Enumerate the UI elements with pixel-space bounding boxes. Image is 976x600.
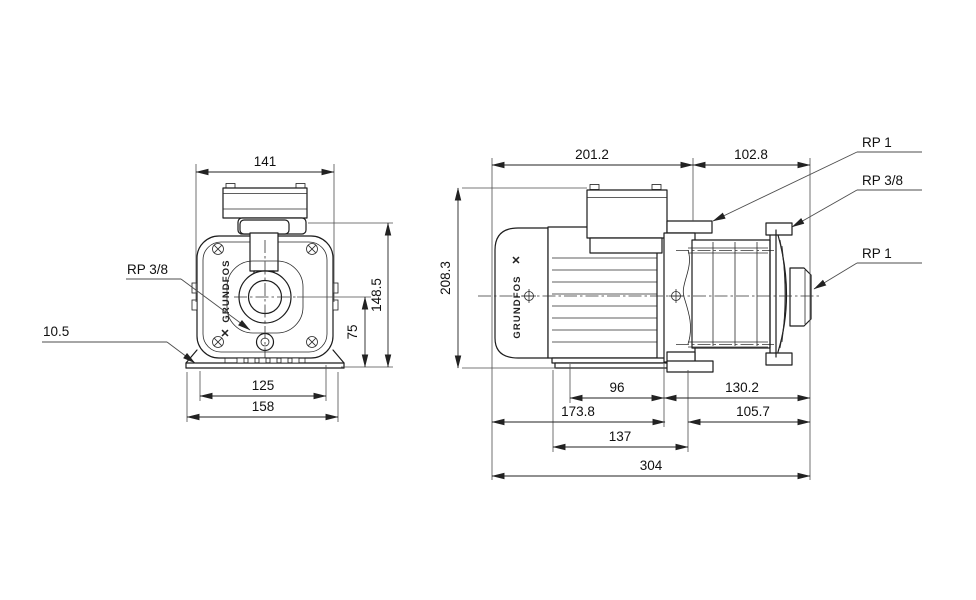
- label-foot-thickness-value: 10.5: [43, 324, 69, 339]
- dim-front-width: 141: [195, 154, 335, 302]
- label-vent-port-value: RP 3/8: [862, 173, 903, 188]
- dim-side-pump-section: 102.8: [692, 147, 811, 169]
- front-view: GRUNDFOS ✕: [185, 183, 345, 369]
- terminal-box-front: [222, 183, 308, 219]
- dim-side-foot-slots-value: 96: [609, 380, 624, 395]
- dim-front-height-axis-value: 75: [345, 324, 360, 339]
- dim-side-foot-to-port-face: 105.7: [687, 404, 811, 426]
- dim-front-foot-width: 158: [186, 372, 339, 422]
- dim-side-motor-section-value: 201.2: [575, 147, 609, 162]
- dim-front-width-value: 141: [254, 154, 277, 169]
- label-port-top: RP 1: [712, 135, 922, 222]
- screw-bottom-right-icon: [306, 336, 318, 348]
- mounting-flange: [765, 222, 793, 366]
- grundfos-x-logo-front: ✕: [220, 328, 232, 337]
- corner-screws-front: [212, 243, 318, 348]
- dim-front-foot-width-value: 158: [252, 399, 275, 414]
- label-foot-thickness: 10.5: [42, 324, 196, 364]
- terminal-box-side-tab-left: [589, 184, 600, 190]
- dim-side-total-length: 304: [491, 458, 811, 480]
- label-drain-port: RP 3/8: [126, 262, 251, 331]
- body-lug-left-lower: [191, 299, 198, 311]
- terminal-box-side-tab-right: [651, 184, 662, 190]
- dim-front-height-port: 148.5: [308, 222, 393, 368]
- pump-head-foot: [666, 360, 714, 373]
- screw-top-right-icon: [306, 243, 318, 255]
- front-view-dimensions: 141 148.5 75 125 158 10.5: [42, 154, 393, 422]
- dim-side-foot-to-port-value: 130.2: [725, 380, 759, 395]
- label-drain-port-value: RP 3/8: [127, 262, 168, 277]
- dim-front-foot-holes: 125: [199, 365, 327, 401]
- terminal-box-side: [586, 184, 668, 254]
- dim-side-foot-to-port-face-value: 105.7: [736, 404, 770, 419]
- body-lug-left-upper: [191, 282, 198, 294]
- motor-endcap: [494, 227, 549, 359]
- grundfos-wordmark-side: GRUNDFOS: [512, 275, 523, 338]
- body-lug-right-upper: [332, 282, 339, 294]
- center-mark-motor: [522, 289, 536, 303]
- flange-bottom-tab: [765, 352, 793, 366]
- dim-side-total-length-value: 304: [640, 458, 663, 473]
- dim-side-end-to-foot: 173.8: [491, 404, 666, 426]
- feet-front: [185, 349, 345, 369]
- side-view-dimensions: 201.2 102.8 208.3 96 130.2 173.8: [438, 135, 922, 480]
- dim-side-foot-base-value: 137: [609, 429, 632, 444]
- grundfos-x-logo-side: ✕: [511, 255, 523, 264]
- dim-side-foot-base: 137: [552, 429, 689, 451]
- terminal-box-pedestal: [589, 237, 663, 254]
- tie-rods: [676, 247, 774, 348]
- foot-ribs-front: [236, 357, 300, 364]
- body-lug-right-lower: [332, 299, 339, 311]
- dim-front-height-port-value: 148.5: [369, 278, 384, 312]
- center-mark-head: [669, 289, 683, 303]
- dim-side-foot-to-port: 130.2: [663, 380, 811, 402]
- dim-side-end-to-foot-value: 173.8: [561, 404, 595, 419]
- flange-top-tab: [765, 222, 793, 236]
- dim-front-height-axis: 75: [297, 296, 371, 368]
- label-vent-port: RP 3/8: [791, 173, 922, 228]
- dim-side-pump-section-value: 102.8: [734, 147, 768, 162]
- grundfos-wordmark-front: GRUNDFOS: [221, 259, 232, 322]
- discharge-port: [789, 267, 812, 327]
- side-view: GRUNDFOS ✕: [478, 184, 822, 373]
- dim-front-foot-holes-value: 125: [252, 378, 275, 393]
- dim-side-total-height-value: 208.3: [438, 261, 453, 295]
- label-port-end: RP 1: [813, 246, 922, 290]
- dim-side-total-height: 208.3: [438, 187, 587, 369]
- label-port-end-value: RP 1: [862, 246, 892, 261]
- pump-head-top-port-flange: [666, 220, 713, 234]
- screw-bottom-left-icon: [212, 336, 224, 348]
- label-port-top-value: RP 1: [862, 135, 892, 150]
- pump-head: [663, 220, 714, 373]
- motor-cooling-fins: [552, 257, 657, 343]
- dim-side-motor-section: 201.2: [491, 147, 694, 169]
- screw-top-left-icon: [212, 243, 224, 255]
- dim-side-foot-slots: 96: [569, 380, 665, 402]
- chamber-stack: [691, 239, 771, 349]
